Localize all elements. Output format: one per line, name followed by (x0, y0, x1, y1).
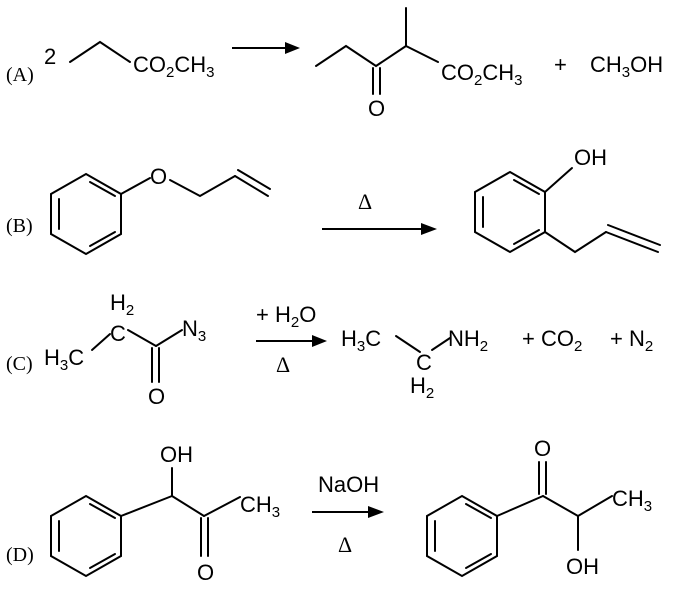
reactant-d-ch-bond (120, 495, 173, 517)
reactant-c-carbon: C (110, 321, 126, 346)
product-d-ring-db3 (465, 503, 492, 519)
product-a-chain (315, 44, 407, 68)
reactant-c-h2: H2 (110, 290, 134, 319)
condition-b: Δ (358, 189, 372, 214)
reactant-d-ring (50, 494, 122, 578)
reactant-c-bond-3 (155, 329, 183, 347)
product-d-oh: OH (566, 554, 599, 579)
reaction-d: (D) OH CH3 O NaOH Δ O CH3 OH (6, 436, 652, 585)
reactant-d-ring-db3 (89, 503, 116, 519)
product-b-ring-db3 (513, 179, 540, 195)
product-c-bond-1 (395, 335, 421, 353)
product-c-nh2: NH2 (448, 326, 488, 355)
arrowhead-d (368, 506, 384, 518)
plus-a: + (554, 52, 567, 77)
reactant-b-ring-db3 (89, 181, 116, 197)
arrowhead-a (285, 42, 300, 54)
reactant-d-ch3-bond (203, 496, 241, 517)
product-d-ring (426, 494, 498, 578)
label-d: (D) (6, 544, 34, 566)
reactant-b-vinyl (234, 175, 269, 197)
arrowhead-c (312, 335, 327, 347)
reagent-c: + H2O (256, 302, 316, 331)
reactant-c-n3: N3 (182, 316, 206, 345)
condition-d: Δ (338, 532, 352, 557)
product-c-co2: + CO2 (522, 326, 582, 355)
reactant-a-ester: CO2CH3 (133, 52, 214, 81)
arrowhead-b (421, 223, 437, 235)
product-d-o: O (534, 436, 551, 461)
label-b: (B) (6, 215, 33, 237)
product-b-oh-bond (544, 167, 573, 193)
reactant-c-o: O (148, 384, 165, 409)
reactant-b-allyl (169, 175, 236, 198)
condition-c: Δ (276, 352, 290, 377)
reactant-c-h3c: H3C (44, 345, 84, 374)
product-b-vinyl (605, 231, 659, 253)
reactant-d-co-bond (171, 495, 205, 517)
reactant-c-bond-1 (91, 333, 111, 351)
product-a-ester-bond (405, 45, 439, 63)
product-c-n2: + N2 (610, 326, 653, 355)
reaction-a: (A) 2 CO2CH3 O CO2CH3 + CH3OH (6, 7, 663, 121)
reagent-d: NaOH (318, 472, 379, 497)
reactant-b-ring (50, 172, 122, 256)
reactant-b-vinyl-db (237, 169, 271, 190)
product-a-ester: CO2CH3 (441, 60, 522, 89)
product-d-ch3-bond (577, 495, 613, 517)
byproduct-a: CH3OH (590, 52, 663, 81)
product-b-ring-db2 (513, 229, 540, 245)
reactant-d-ring-db2 (89, 553, 116, 569)
reaction-b: (B) O Δ OH (6, 145, 661, 256)
reactant-b-o: O (150, 164, 167, 189)
product-b-ring (474, 170, 546, 254)
reactant-d-oh: OH (160, 442, 193, 467)
product-d-co-bond (496, 495, 544, 517)
reactant-d-o: O (197, 560, 214, 585)
reactant-a-chain (69, 40, 131, 63)
product-b-vinyl-db (607, 224, 661, 246)
reaction-c: (C) H2 H3C C N3 O + H2O Δ H3C C NH2 H2 +… (6, 290, 653, 409)
reactant-b-ring-db2 (89, 231, 116, 247)
product-a-o: O (368, 96, 385, 121)
coefficient-a: 2 (44, 44, 56, 69)
product-c-h2: H2 (410, 373, 434, 402)
product-c-carbon: C (416, 350, 432, 375)
product-c-bond-2 (431, 337, 451, 351)
product-b-allyl (544, 231, 607, 254)
product-b-oh: OH (574, 145, 607, 170)
reactant-c-bond-2 (127, 329, 157, 347)
label-a: (A) (6, 64, 34, 86)
product-d-ch3: CH3 (612, 486, 652, 515)
product-c-h3c: H3C (341, 326, 381, 355)
label-c: (C) (6, 353, 33, 375)
product-d-ch-bond (542, 495, 579, 517)
reactant-b-ether-bond (120, 177, 151, 195)
reactant-d-ch3: CH3 (240, 492, 280, 521)
product-d-ring-db2 (465, 553, 492, 569)
